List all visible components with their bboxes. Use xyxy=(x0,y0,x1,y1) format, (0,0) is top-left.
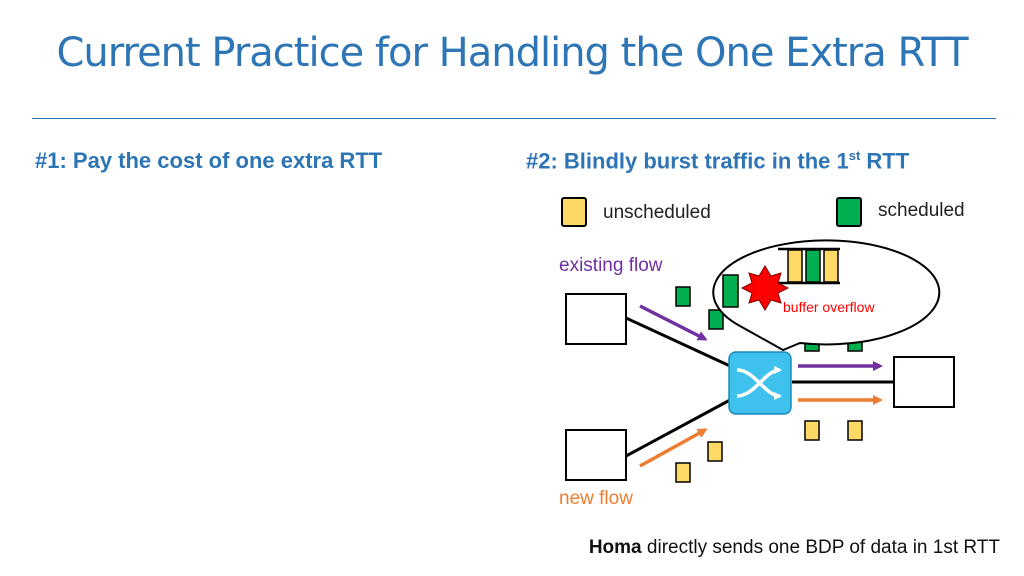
scheduled-packet xyxy=(708,309,724,330)
footer-text: directly sends one BDP of data in 1st RT… xyxy=(641,537,1000,558)
overflow-burst-icon xyxy=(740,265,790,311)
new-flow-label: new flow xyxy=(559,488,633,509)
dropped-packet xyxy=(722,274,739,308)
new-flow-arrow xyxy=(639,428,708,468)
unscheduled-packet xyxy=(847,420,863,441)
sender-host-top xyxy=(565,293,627,345)
footer-homa: Homa xyxy=(588,537,642,558)
switch-buffer-callout xyxy=(712,239,941,352)
existing-flow-label: existing flow xyxy=(559,255,663,276)
legend-unscheduled-label: unscheduled xyxy=(603,202,711,223)
option-1-heading: #1: Pay the cost of one extra RTT xyxy=(35,148,383,173)
scheduled-packet xyxy=(675,286,691,307)
queued-packet-unscheduled xyxy=(787,249,803,283)
option-2-heading-sup: st xyxy=(848,148,861,163)
sender-host-bottom xyxy=(565,429,627,481)
link-top xyxy=(625,316,731,368)
option-2-heading: #2: Blindly burst traffic in the 1st RTT xyxy=(526,148,909,174)
page-title: Current Practice for Handling the One Ex… xyxy=(56,30,968,76)
legend-scheduled-label: scheduled xyxy=(878,200,965,221)
queued-packet-unscheduled xyxy=(823,249,839,283)
receiver-host xyxy=(893,356,955,408)
footer-note: Homa directly sends one BDP of data in 1… xyxy=(589,537,1000,559)
option-2-heading-end: RTT xyxy=(860,148,910,174)
buffer-overflow-label: buffer overflow xyxy=(783,299,875,315)
title-divider xyxy=(32,118,996,119)
legend-unscheduled-swatch xyxy=(561,197,587,227)
switch-arrows-icon xyxy=(736,366,782,400)
unscheduled-packet xyxy=(675,462,691,483)
queued-packet-scheduled xyxy=(805,249,821,283)
unscheduled-packet xyxy=(707,441,723,462)
legend-scheduled-swatch xyxy=(836,197,862,227)
option-2-heading-text: #2: Blindly burst traffic in the 1 xyxy=(526,148,849,174)
unscheduled-packet xyxy=(804,420,820,441)
existing-flow-arrow xyxy=(639,304,708,341)
link-bottom xyxy=(625,398,731,458)
